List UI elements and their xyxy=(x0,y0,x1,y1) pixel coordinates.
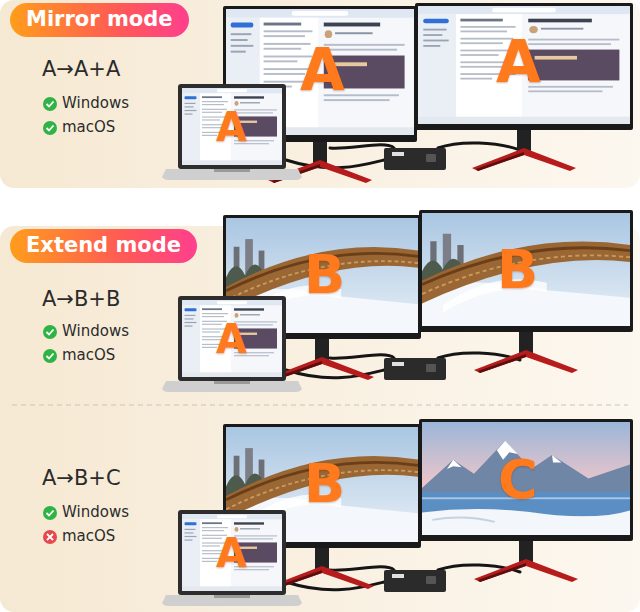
screen-letter: A xyxy=(216,316,247,362)
screen-letter: B xyxy=(304,244,345,306)
mode-formula: A→A+A xyxy=(42,57,120,81)
mode-pill: Extend mode xyxy=(10,229,197,263)
os-name: Windows xyxy=(62,95,129,112)
screen-letter: C xyxy=(498,449,538,511)
os-name: Windows xyxy=(62,323,129,340)
screen-letter: B xyxy=(304,453,345,515)
os-name: macOS xyxy=(62,528,115,545)
screen-letter: A xyxy=(300,37,345,104)
os-name: macOS xyxy=(62,347,115,364)
screen-letter: B xyxy=(497,239,538,301)
mode-title: Mirror mode xyxy=(26,7,173,32)
os-name: macOS xyxy=(62,119,115,136)
mode-formula: A→B+C xyxy=(42,466,121,490)
mode-formula: A→B+B xyxy=(42,287,120,311)
screen-letter: A xyxy=(216,530,247,576)
screen-letter: A xyxy=(216,104,247,150)
screen-letter: A xyxy=(496,29,541,96)
mode-pill: Mirror mode xyxy=(10,3,189,37)
os-name: Windows xyxy=(62,504,129,521)
mode-title: Extend mode xyxy=(26,233,181,258)
